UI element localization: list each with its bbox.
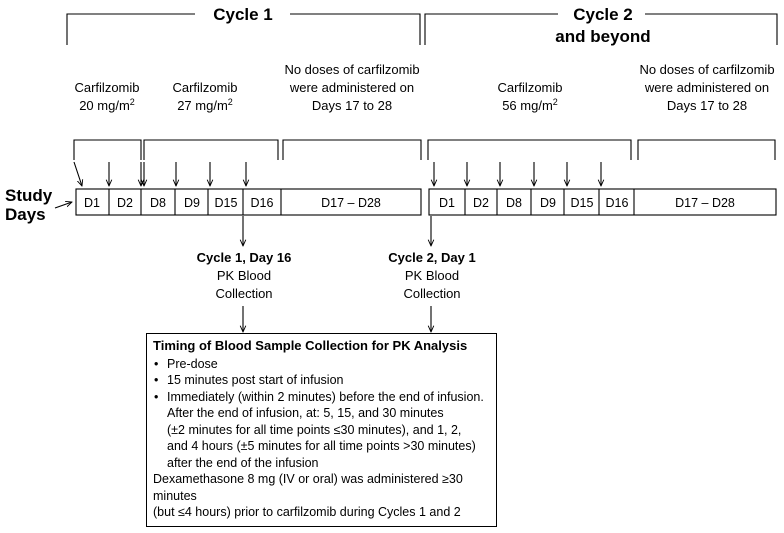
study-days-label-2: Days bbox=[5, 205, 46, 224]
day-cell: D16 bbox=[251, 196, 274, 210]
timing-bullet: 15 minutes post start of infusion bbox=[153, 372, 490, 389]
day-cell: D17 – D28 bbox=[321, 196, 381, 210]
timing-detail: and 4 hours (±5 minutes for all time poi… bbox=[167, 439, 476, 453]
timing-detail: After the end of infusion, at: 5, 15, an… bbox=[167, 406, 444, 420]
no-dose-label-c1: No doses of carfilzomib were administere… bbox=[284, 62, 419, 113]
no-dose-label-c2: No doses of carfilzomib were administere… bbox=[639, 62, 774, 113]
day-cell: D8 bbox=[150, 196, 166, 210]
timing-bullet: Immediately (within 2 minutes) before th… bbox=[153, 389, 490, 406]
day-cell: D2 bbox=[473, 196, 489, 210]
svg-text:27 mg/m2: 27 mg/m2 bbox=[177, 97, 233, 113]
day-bar-cycle-1 bbox=[75, 188, 422, 216]
timing-bullet: Pre-dose bbox=[153, 356, 490, 373]
day-labels: D1 D2 D8 D9 D15 D16 D17 – D28 D1 D2 D8 D… bbox=[84, 196, 735, 210]
svg-text:No doses of carfilzomib: No doses of carfilzomib bbox=[284, 62, 419, 77]
svg-text:Cycle 2, Day 1: Cycle 2, Day 1 bbox=[388, 250, 475, 265]
group-brackets bbox=[73, 139, 776, 160]
study-days-arrow bbox=[54, 202, 72, 209]
cycle-1-label: Cycle 1 bbox=[213, 5, 273, 24]
svg-text:PK Blood: PK Blood bbox=[405, 268, 459, 283]
timing-footer: Dexamethasone 8 mg (IV or oral) was admi… bbox=[153, 472, 463, 503]
day-cell: D1 bbox=[439, 196, 455, 210]
svg-text:Collection: Collection bbox=[215, 286, 272, 301]
day-cell: D1 bbox=[84, 196, 100, 210]
svg-text:were administered on: were administered on bbox=[289, 80, 414, 95]
svg-text:Cycle 1, Day 16: Cycle 1, Day 16 bbox=[197, 250, 292, 265]
dose-label-c2: Carfilzomib 56 mg/m2 bbox=[497, 80, 562, 113]
pk-label-cycle-2: Cycle 2, Day 1 PK Blood Collection bbox=[388, 250, 475, 301]
day-cell: D15 bbox=[571, 196, 594, 210]
timing-title: Timing of Blood Sample Collection for PK… bbox=[153, 338, 468, 353]
svg-text:Carfilzomib: Carfilzomib bbox=[172, 80, 237, 95]
svg-text:Carfilzomib: Carfilzomib bbox=[497, 80, 562, 95]
svg-text:PK Blood: PK Blood bbox=[217, 268, 271, 283]
svg-text:Carfilzomib: Carfilzomib bbox=[74, 80, 139, 95]
timing-detail: after the end of the infusion bbox=[167, 455, 319, 470]
cycle-2-label: Cycle 2 bbox=[573, 5, 633, 24]
day-cell: D9 bbox=[184, 196, 200, 210]
day-cell: D16 bbox=[606, 196, 629, 210]
dose-label-c1-d1d2: Carfilzomib 20 mg/m2 bbox=[74, 80, 139, 113]
svg-text:56 mg/m2: 56 mg/m2 bbox=[502, 97, 558, 113]
dose-arrows bbox=[73, 161, 601, 186]
svg-text:Days 17 to 28: Days 17 to 28 bbox=[312, 98, 392, 113]
svg-text:Days 17 to 28: Days 17 to 28 bbox=[667, 98, 747, 113]
pk-label-cycle-1: Cycle 1, Day 16 PK Blood Collection bbox=[197, 250, 292, 301]
dose-label-c1-d8d16: Carfilzomib 27 mg/m2 bbox=[172, 80, 237, 113]
day-cell: D17 – D28 bbox=[675, 196, 735, 210]
day-cell: D2 bbox=[117, 196, 133, 210]
day-cell: D8 bbox=[506, 196, 522, 210]
svg-text:were administered on: were administered on bbox=[644, 80, 769, 95]
day-cell: D9 bbox=[540, 196, 556, 210]
svg-text:20 mg/m2: 20 mg/m2 bbox=[79, 97, 135, 113]
study-days-label: Study bbox=[5, 186, 53, 205]
svg-text:Collection: Collection bbox=[403, 286, 460, 301]
pk-timing-box: Timing of Blood Sample Collection for PK… bbox=[146, 333, 497, 527]
cycle-2-sublabel: and beyond bbox=[555, 27, 650, 46]
cycle-1-bracket bbox=[66, 13, 421, 45]
cycle-2-bracket bbox=[424, 13, 778, 45]
day-dividers bbox=[108, 189, 635, 215]
timing-footer: (but ≤4 hours) prior to carfilzomib duri… bbox=[153, 505, 461, 519]
timing-detail: (±2 minutes for all time points ≤30 minu… bbox=[167, 422, 462, 437]
day-bar-cycle-2 bbox=[428, 188, 777, 216]
day-cell: D15 bbox=[215, 196, 238, 210]
svg-text:No doses of carfilzomib: No doses of carfilzomib bbox=[639, 62, 774, 77]
